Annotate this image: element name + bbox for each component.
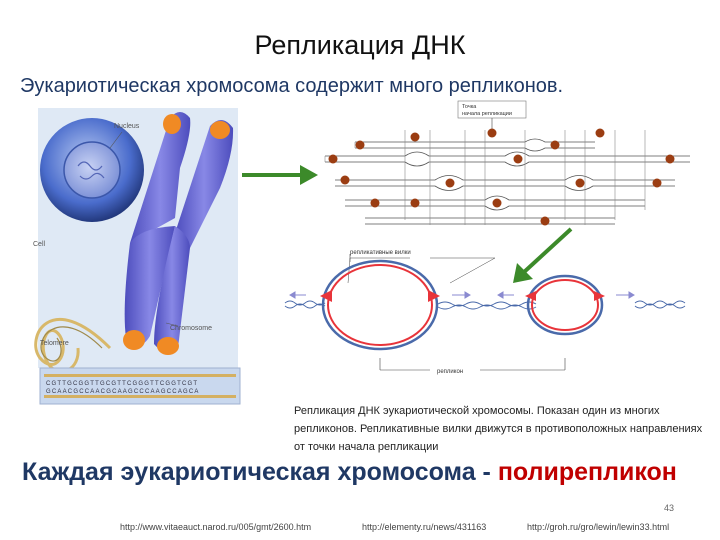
origin-dot [355,140,365,150]
dna-bottom-strand: GCAACGCCAACGCAAGCCCAAGCCAGCA [46,389,200,395]
origin-dot [665,154,675,164]
origin-dot [410,132,420,142]
telomere-cap [210,121,230,139]
chromosome-figure: Nucleus Cell Chromosome Telomere CGTTGCG… [33,108,241,405]
replication-bubbles-diagram: репликативные вилки репликон [284,250,686,375]
conclusion-highlight: полирепликон [497,458,677,486]
direction-marks [289,291,635,299]
conclusion-text: Каждая эукариотическая хромосома - полир… [22,458,677,487]
slide-title: Репликация ДНК [254,30,466,60]
page-number: 43 [664,503,675,513]
origin-label-line2: начала репликации [462,111,512,117]
origin-dot [340,175,350,185]
label-telomere: Telomere [40,340,69,347]
telomere-cap [163,114,181,134]
origin-dot [410,198,420,208]
new-strand-large [327,264,433,346]
telomere-cap [157,337,179,355]
replication-bubble-large [321,259,439,351]
origin-dot [513,154,523,164]
label-chromosome: Chromosome [170,325,212,332]
new-strand-small [531,279,599,331]
chromatin-strands [325,138,690,225]
source-link-1[interactable]: http://www.vitaeauct.narod.ru/005/gmt/26… [120,522,312,532]
chromatid-lower-left [124,226,175,346]
origin-dot [370,198,380,208]
label-replication-forks: репликативные вилки [350,250,411,256]
origin-dot [492,198,502,208]
origin-dot [487,128,497,138]
label-replicon: репликон [437,369,463,375]
replicons-diagram: Точка начала репликации [324,100,690,226]
chromatid-upper-left [130,112,191,243]
source-link-2[interactable]: http://elementy.ru/news/431163 [362,522,487,532]
arrow-down-left [513,227,573,283]
dna-top-strand: CGTTGCGGTTGCGTTCGGGTTCGGTCGT [46,381,198,387]
telomere-cap [123,330,145,350]
arrow-right [242,165,318,185]
slide-subtitle: Эукариотическая хромосома содержит много… [20,75,564,97]
origin-dot [575,178,585,188]
origin-dot [540,216,550,226]
origin-dot [445,178,455,188]
origin-label-line1: Точка [462,104,477,110]
figure-caption: Репликация ДНК эукариотической хромосомы… [294,405,703,453]
connector-lines [324,130,646,225]
origin-dot [652,178,662,188]
chromatid-upper-right [175,119,234,248]
conclusion-prefix: Каждая эукариотическая хромосома - [22,458,498,486]
source-link-3[interactable]: http://groh.ru/gro/lewin/lewin33.html [527,522,670,532]
origin-dot [595,128,605,138]
fork-arrows [320,290,605,302]
label-nucleus: Nucleus [114,123,140,130]
chromatid-lower-right [154,226,190,353]
replication-bubble-small [526,274,604,336]
origin-dot [550,140,560,150]
origin-dots [328,128,675,226]
nucleus-shape [63,141,121,199]
label-cell: Cell [33,241,46,248]
origin-dot [328,154,338,164]
